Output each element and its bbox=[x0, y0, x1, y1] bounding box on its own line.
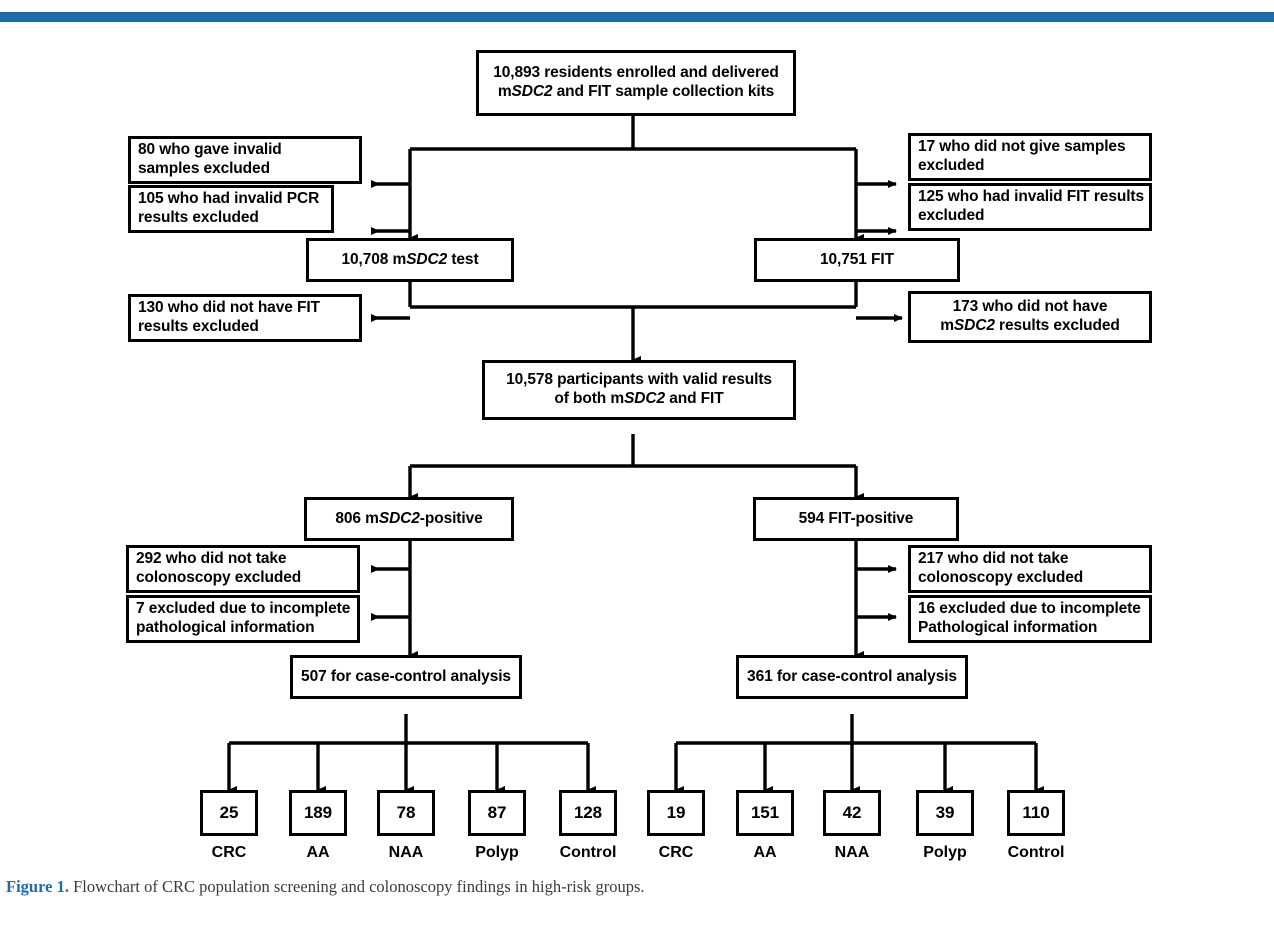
excl-path-left-line1: 7 excluded due to incomplete bbox=[136, 600, 351, 618]
figure-caption: Figure 1. Flowchart of CRC population sc… bbox=[6, 876, 1246, 898]
node-excl-no-samples: 17 who did not give samples excluded bbox=[908, 133, 1152, 181]
excl-invalid-samples-line2: samples excluded bbox=[138, 160, 270, 177]
msdc2-test-label: 10,708 mSDC2 test bbox=[341, 251, 478, 270]
node-enrolled: 10,893 residents enrolled and delivered … bbox=[476, 50, 796, 116]
msdc2-test-post: test bbox=[447, 250, 479, 268]
excl-colonoscopy-left-line1: 292 who did not take bbox=[136, 550, 287, 568]
excl-invalid-samples-line1: 80 who gave invalid bbox=[138, 141, 282, 159]
excl-no-msdc2-results-post: results excluded bbox=[994, 317, 1120, 334]
case-control-right-label: 361 for case-control analysis bbox=[747, 667, 957, 685]
leaf-value-left-crc: 25 bbox=[219, 802, 239, 822]
leaf-value-right-aa: 151 bbox=[750, 802, 780, 822]
leaf-label-right-control: Control bbox=[1007, 844, 1065, 861]
leaf-label-right-polyp: Polyp bbox=[923, 844, 967, 861]
node-excl-invalid-pcr: 105 who had invalid PCR results excluded bbox=[128, 185, 334, 233]
case-control-left-label: 507 for case-control analysis bbox=[301, 667, 511, 685]
node-case-control-right: 361 for case-control analysis bbox=[736, 655, 968, 699]
leaf-value-left-polyp: 87 bbox=[487, 802, 507, 822]
leaf-value-right-polyp: 39 bbox=[935, 802, 955, 822]
node-enrolled-line2-post: and FIT sample collection kits bbox=[552, 83, 775, 100]
top-blue-rule bbox=[0, 12, 1274, 22]
leaf-box-left-control: 128 bbox=[559, 790, 617, 836]
fit-test-label: 10,751 FIT bbox=[820, 250, 894, 268]
leaf-box-left-aa: 189 bbox=[289, 790, 347, 836]
leaf-value-left-naa: 78 bbox=[396, 802, 416, 822]
node-valid-both: 10,578 participants with valid results o… bbox=[482, 360, 796, 420]
valid-both-line2: of both mSDC2 and FIT bbox=[554, 390, 723, 409]
figure-caption-label: Figure 1. bbox=[6, 877, 69, 896]
msdc2-positive-label: 806 mSDC2-positive bbox=[335, 510, 482, 529]
node-msdc2-test: 10,708 mSDC2 test bbox=[306, 238, 514, 282]
excl-no-msdc2-results-pre: m bbox=[940, 317, 954, 334]
excl-invalid-pcr-line2: results excluded bbox=[138, 209, 259, 226]
node-enrolled-line2: mSDC2 and FIT sample collection kits bbox=[498, 83, 774, 102]
valid-both-pre: of both m bbox=[554, 390, 625, 407]
msdc2-positive-post: -positive bbox=[419, 509, 483, 527]
fit-positive-label: 594 FIT-positive bbox=[798, 509, 914, 527]
node-enrolled-line2-pre: m bbox=[497, 83, 512, 100]
leaf-box-right-aa: 151 bbox=[736, 790, 794, 836]
excl-colonoscopy-right-line2: colonoscopy excluded bbox=[918, 569, 1084, 586]
node-excl-incomplete-path-left: 7 excluded due to incomplete pathologica… bbox=[126, 595, 360, 643]
excl-no-fit-results-line1: 130 who did not have FIT bbox=[138, 299, 320, 317]
node-excl-invalid-fit: 125 who had invalid FIT results excluded bbox=[908, 183, 1152, 231]
excl-invalid-pcr-line1: 105 who had invalid PCR bbox=[138, 190, 320, 208]
leaf-label-left-control: Control bbox=[559, 844, 617, 861]
node-excl-incomplete-path-right: 16 excluded due to incomplete Pathologic… bbox=[908, 595, 1152, 643]
excl-invalid-fit-line1: 125 who had invalid FIT results bbox=[918, 188, 1145, 206]
leaf-label-left-polyp: Polyp bbox=[475, 844, 519, 861]
leaf-box-left-naa: 78 bbox=[377, 790, 435, 836]
msdc2-test-pre: 10,708 m bbox=[341, 250, 407, 268]
node-fit-test: 10,751 FIT bbox=[754, 238, 960, 282]
valid-both-line1: 10,578 participants with valid results bbox=[506, 371, 772, 389]
msdc2-positive-em: SDC2 bbox=[378, 509, 420, 527]
excl-no-samples-line2: excluded bbox=[918, 157, 985, 174]
leaf-label-right-aa: AA bbox=[753, 844, 777, 861]
leaf-value-left-control: 128 bbox=[573, 802, 603, 822]
leaf-value-right-control: 110 bbox=[1022, 802, 1050, 822]
excl-no-msdc2-results-line1: 173 who did not have bbox=[952, 298, 1108, 316]
leaf-value-right-naa: 42 bbox=[842, 802, 862, 822]
node-fit-positive: 594 FIT-positive bbox=[753, 497, 959, 541]
leaf-box-right-polyp: 39 bbox=[916, 790, 974, 836]
node-excl-no-colonoscopy-right: 217 who did not take colonoscopy exclude… bbox=[908, 545, 1152, 593]
leaf-box-right-crc: 19 bbox=[647, 790, 705, 836]
node-excl-no-fit-results: 130 who did not have FIT results exclude… bbox=[128, 294, 362, 342]
node-excl-no-msdc2-results: 173 who did not have mSDC2 results exclu… bbox=[908, 291, 1152, 343]
excl-colonoscopy-right-line1: 217 who did not take bbox=[918, 550, 1069, 568]
figure-caption-text: Flowchart of CRC population screening an… bbox=[68, 877, 645, 896]
valid-both-post: and FIT bbox=[665, 390, 724, 407]
excl-no-msdc2-results-em: SDC2 bbox=[953, 317, 995, 334]
leaf-label-left-crc: CRC bbox=[211, 844, 247, 861]
node-excl-invalid-samples: 80 who gave invalid samples excluded bbox=[128, 136, 362, 184]
leaf-box-right-control: 110 bbox=[1007, 790, 1065, 836]
leaf-label-right-naa: NAA bbox=[834, 844, 870, 861]
valid-both-em: SDC2 bbox=[624, 390, 666, 407]
msdc2-test-em: SDC2 bbox=[406, 250, 448, 268]
msdc2-positive-pre: 806 m bbox=[335, 509, 379, 527]
leaf-value-right-crc: 19 bbox=[666, 802, 686, 822]
leaf-label-left-aa: AA bbox=[306, 844, 330, 861]
excl-invalid-fit-line2: excluded bbox=[918, 207, 985, 224]
flowchart-figure: 10,893 residents enrolled and delivered … bbox=[0, 26, 1274, 866]
excl-path-left-line2: pathological information bbox=[136, 619, 315, 636]
leaf-box-right-naa: 42 bbox=[823, 790, 881, 836]
node-excl-no-colonoscopy-left: 292 who did not take colonoscopy exclude… bbox=[126, 545, 360, 593]
leaf-value-left-aa: 189 bbox=[303, 802, 333, 822]
leaf-box-left-polyp: 87 bbox=[468, 790, 526, 836]
leaf-label-right-crc: CRC bbox=[658, 844, 694, 861]
excl-no-samples-line1: 17 who did not give samples bbox=[918, 138, 1126, 156]
leaf-label-left-naa: NAA bbox=[388, 844, 424, 861]
excl-no-msdc2-results-line2: mSDC2 results excluded bbox=[940, 317, 1120, 336]
excl-colonoscopy-left-line2: colonoscopy excluded bbox=[136, 569, 302, 586]
node-enrolled-line2-em: SDC2 bbox=[511, 83, 553, 100]
node-enrolled-line1: 10,893 residents enrolled and delivered bbox=[493, 64, 779, 82]
excl-path-right-line1: 16 excluded due to incomplete bbox=[918, 600, 1141, 618]
node-case-control-left: 507 for case-control analysis bbox=[290, 655, 522, 699]
leaf-box-left-crc: 25 bbox=[200, 790, 258, 836]
excl-path-right-line2: Pathological information bbox=[918, 619, 1098, 636]
node-msdc2-positive: 806 mSDC2-positive bbox=[304, 497, 514, 541]
excl-no-fit-results-line2: results excluded bbox=[138, 318, 259, 335]
